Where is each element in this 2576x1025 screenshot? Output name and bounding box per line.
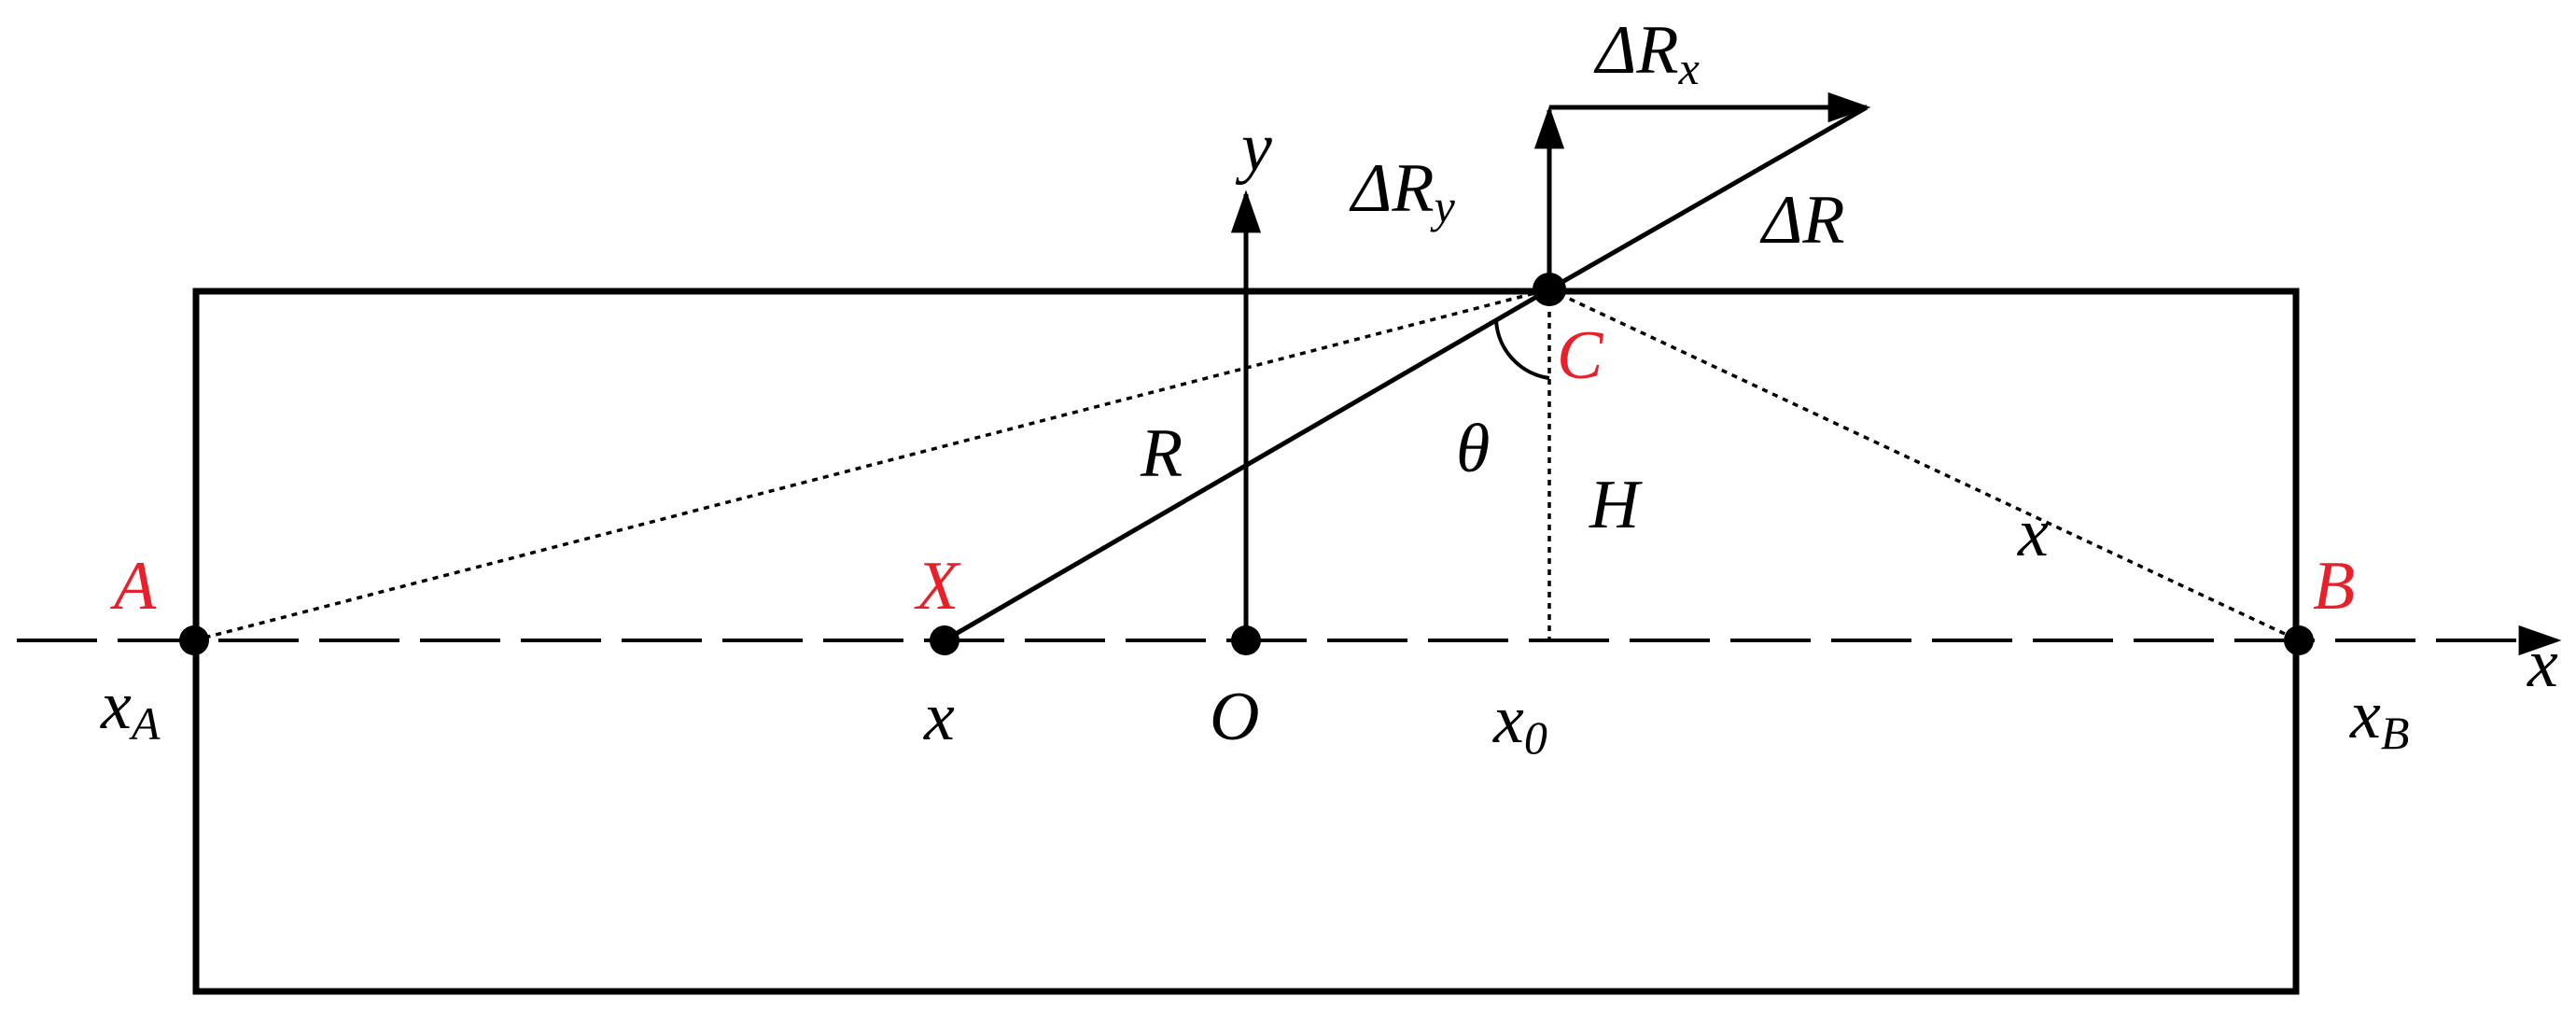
point-a-dot <box>179 625 209 655</box>
label-delta-r: ΔR <box>1759 182 1845 259</box>
label-coord-xb: xB <box>2349 677 2409 759</box>
label-coord-xa: xA <box>100 667 161 750</box>
label-point-c: C <box>1557 317 1604 394</box>
label-h: H <box>1589 467 1643 543</box>
dotted-line-a-c <box>193 288 1550 642</box>
point-c-dot <box>1533 273 1566 306</box>
origin-dot <box>1231 625 1261 655</box>
label-axis-x: x <box>2527 625 2558 702</box>
label-r: R <box>1140 415 1183 492</box>
label-x-distance: x <box>2017 495 2049 571</box>
label-coord-x0: x0 <box>1492 681 1547 764</box>
label-delta-ry: ΔRy <box>1349 150 1456 232</box>
label-point-x: X <box>914 548 961 625</box>
dotted-line-c-b <box>1548 288 2300 642</box>
label-point-a: A <box>109 548 157 625</box>
angle-theta-arc <box>1494 319 1550 380</box>
label-axis-y: y <box>1235 109 1272 186</box>
point-b-dot <box>2284 625 2314 655</box>
label-point-b: B <box>2313 548 2355 625</box>
label-origin: O <box>1210 679 1259 755</box>
label-delta-rx: ΔRx <box>1593 12 1700 94</box>
point-x-dot <box>930 625 959 655</box>
label-coord-x: x <box>923 679 955 755</box>
solid-line-x-c <box>943 287 1551 643</box>
label-theta: θ <box>1456 411 1490 487</box>
delta-r-vector <box>1547 105 1869 292</box>
